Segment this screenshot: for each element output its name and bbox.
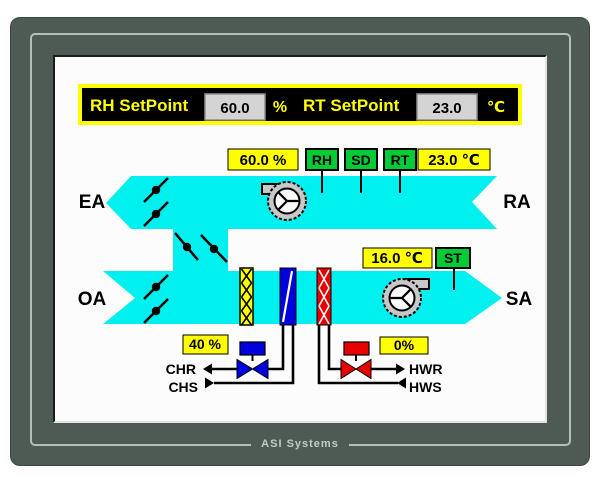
st-sensor-tag-label[interactable]: ST xyxy=(444,250,462,266)
chilled-valve-body-left xyxy=(236,358,254,380)
brand-label: ASI Systems xyxy=(251,436,349,452)
hws-arrow-icon xyxy=(397,377,406,389)
rt-setpoint-unit: ℃ xyxy=(487,99,505,116)
return-humidity-readout: 60.0 % xyxy=(240,152,287,169)
dampers xyxy=(143,177,228,324)
rh-sensor-tag[interactable] xyxy=(305,148,339,171)
hot-valve-position: 0% xyxy=(394,337,415,353)
supply-fan-icon xyxy=(382,278,430,318)
outside-air-label: OA xyxy=(78,289,107,310)
rt-setpoint-value-box[interactable] xyxy=(416,93,478,121)
chilled-valve-body-right xyxy=(251,358,269,380)
hot-return-label: HWR xyxy=(409,361,442,377)
hot-water-pipes xyxy=(317,325,398,385)
filter-icon xyxy=(239,267,254,326)
damper-icon xyxy=(174,232,199,261)
return-air-readouts: 60.0 % RH SD RT 23.0 ℃ xyxy=(227,148,491,193)
rt-sensor-tag-label[interactable]: RT xyxy=(391,152,410,168)
hot-valve-position-box xyxy=(379,336,429,355)
cooling-coil-icon xyxy=(279,267,297,326)
air-stream-labels: EA RA OA SA xyxy=(78,192,533,310)
damper-icon xyxy=(200,234,228,263)
setpoint-bar: RH SetPoint 60.0 % RT SetPoint 23.0 ℃ xyxy=(78,84,522,125)
return-air-label: RA xyxy=(503,192,531,213)
rt-setpoint-value[interactable]: 23.0 xyxy=(432,100,461,117)
damper-icon xyxy=(143,177,169,203)
rt-setpoint-label: RT SetPoint xyxy=(303,96,400,115)
rh-setpoint-label: RH SetPoint xyxy=(90,96,189,115)
supply-air-readouts: 16.0 ℃ ST xyxy=(362,247,471,290)
hot-valve-actuator xyxy=(343,341,370,356)
chilled-valve-position-box xyxy=(182,334,229,355)
sd-sensor-tag[interactable] xyxy=(344,148,378,171)
supply-air-label: SA xyxy=(506,289,533,310)
rh-setpoint-value-box[interactable] xyxy=(204,93,266,121)
chilled-supply-label: CHS xyxy=(168,379,198,395)
hot-valve-body-left xyxy=(340,358,357,380)
hot-water-valve-assembly: 0% HWR HWS xyxy=(317,325,442,395)
return-humidity-readout-box xyxy=(227,148,299,171)
chilled-valve-actuator xyxy=(239,341,266,356)
return-temp-readout-box xyxy=(417,148,491,171)
rh-sensor-tag-label[interactable]: RH xyxy=(312,152,332,168)
chs-arrow-icon xyxy=(205,377,214,389)
hot-valve-body-right xyxy=(355,358,372,380)
rt-sensor-tag[interactable] xyxy=(383,148,417,171)
heating-coil-icon xyxy=(316,267,332,326)
st-sensor-tag[interactable] xyxy=(435,247,471,269)
supply-temp-readout: 16.0 ℃ xyxy=(371,250,423,267)
sd-sensor-tag-label[interactable]: SD xyxy=(351,152,370,168)
exhaust-air-label: EA xyxy=(79,192,106,213)
chilled-water-pipes xyxy=(212,325,295,385)
hvac-diagram: RH SetPoint 60.0 % RT SetPoint 23.0 ℃ xyxy=(78,84,533,395)
damper-icon xyxy=(143,298,169,324)
recirculation-channel xyxy=(173,229,228,271)
return-fan-icon xyxy=(261,181,307,221)
hmi-screen: RH SetPoint 60.0 % RT SetPoint 23.0 ℃ xyxy=(53,55,547,423)
brand-area: ASI Systems xyxy=(0,434,600,452)
rh-setpoint-value[interactable]: 60.0 xyxy=(220,100,249,117)
rh-setpoint-unit: % xyxy=(273,99,287,116)
chr-arrow-icon xyxy=(203,363,212,375)
hot-supply-label: HWS xyxy=(409,379,442,395)
chilled-water-valve-assembly: 40 % CHR CHS xyxy=(166,325,295,395)
hwr-arrow-icon xyxy=(396,363,405,375)
damper-icon xyxy=(143,201,169,227)
damper-icon xyxy=(143,274,169,300)
supply-temp-readout-box xyxy=(362,247,433,269)
chilled-valve-position: 40 % xyxy=(189,336,221,352)
return-temp-readout: 23.0 ℃ xyxy=(428,152,480,169)
chilled-return-label: CHR xyxy=(166,361,196,377)
